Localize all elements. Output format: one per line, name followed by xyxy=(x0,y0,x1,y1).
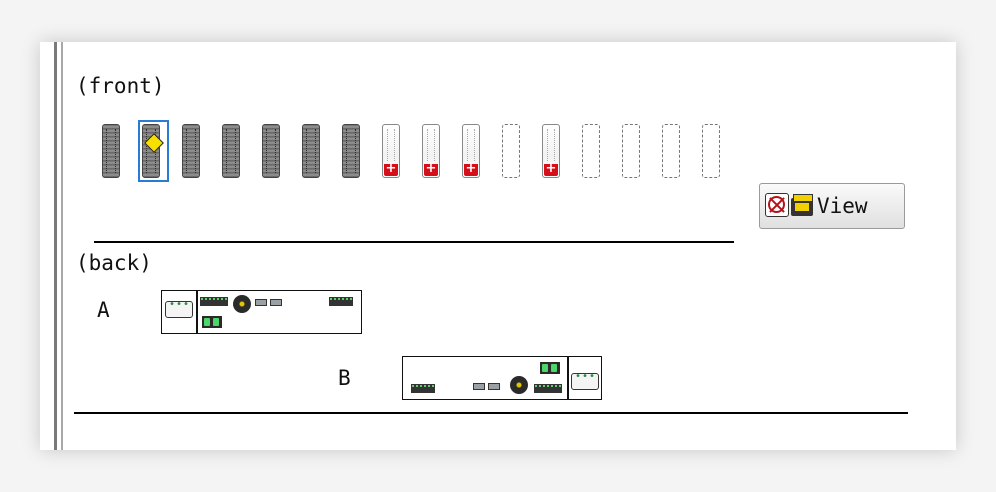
connector-block xyxy=(200,297,228,306)
psu-a-divider xyxy=(196,291,198,333)
drive-slot-8[interactable] xyxy=(382,124,400,178)
psu-unit-b[interactable] xyxy=(402,356,602,400)
fan-grid-icon xyxy=(765,193,789,217)
drive-slot-3[interactable] xyxy=(182,124,200,178)
selected-slot-highlight xyxy=(138,120,169,182)
drive-slot-1[interactable] xyxy=(102,124,120,178)
power-plug-icon xyxy=(165,299,193,318)
psu-unit-a[interactable] xyxy=(161,290,362,334)
left-border-inner xyxy=(61,42,63,450)
led-display-icon xyxy=(202,316,222,328)
drive-slot-13[interactable] xyxy=(582,124,600,178)
drive-slot-2[interactable] xyxy=(142,124,164,178)
drive-slot-16[interactable] xyxy=(702,124,720,178)
led-display-icon xyxy=(540,362,560,374)
port-icon xyxy=(270,299,282,306)
drive-slot-15[interactable] xyxy=(662,124,680,178)
drive-slot-12[interactable] xyxy=(542,124,560,178)
drive-slot-7[interactable] xyxy=(342,124,360,178)
enclosure-panel: (front) View (back) A B xyxy=(40,42,956,450)
back-divider xyxy=(74,412,908,414)
unit-b-label: B xyxy=(338,366,351,390)
view-button[interactable]: View xyxy=(759,183,905,229)
back-label: (back) xyxy=(76,251,152,275)
connector-block xyxy=(411,384,435,393)
fault-icon xyxy=(544,161,558,176)
drive-slot-5[interactable] xyxy=(262,124,280,178)
front-divider xyxy=(94,241,734,243)
fault-icon xyxy=(384,161,398,176)
fault-icon xyxy=(464,161,478,176)
connector-block xyxy=(329,297,353,306)
drive-slot-11[interactable] xyxy=(502,124,520,178)
port-icon xyxy=(473,383,485,390)
unit-a-label: A xyxy=(97,298,110,322)
fault-icon xyxy=(424,161,438,176)
fan-icon xyxy=(233,295,251,313)
drive-slot-10[interactable] xyxy=(462,124,480,178)
port-icon xyxy=(488,383,500,390)
view-button-label: View xyxy=(817,194,868,218)
cassette-icon xyxy=(791,192,813,218)
drive-slot-9[interactable] xyxy=(422,124,440,178)
drive-slot-6[interactable] xyxy=(302,124,320,178)
left-border xyxy=(54,42,57,450)
fan-icon xyxy=(510,376,528,394)
psu-b-divider xyxy=(567,357,569,399)
connector-block xyxy=(534,384,562,393)
power-plug-icon xyxy=(571,371,599,390)
front-label: (front) xyxy=(76,74,165,98)
port-icon xyxy=(255,299,267,306)
drive-slot-14[interactable] xyxy=(622,124,640,178)
drive-slot-4[interactable] xyxy=(222,124,240,178)
